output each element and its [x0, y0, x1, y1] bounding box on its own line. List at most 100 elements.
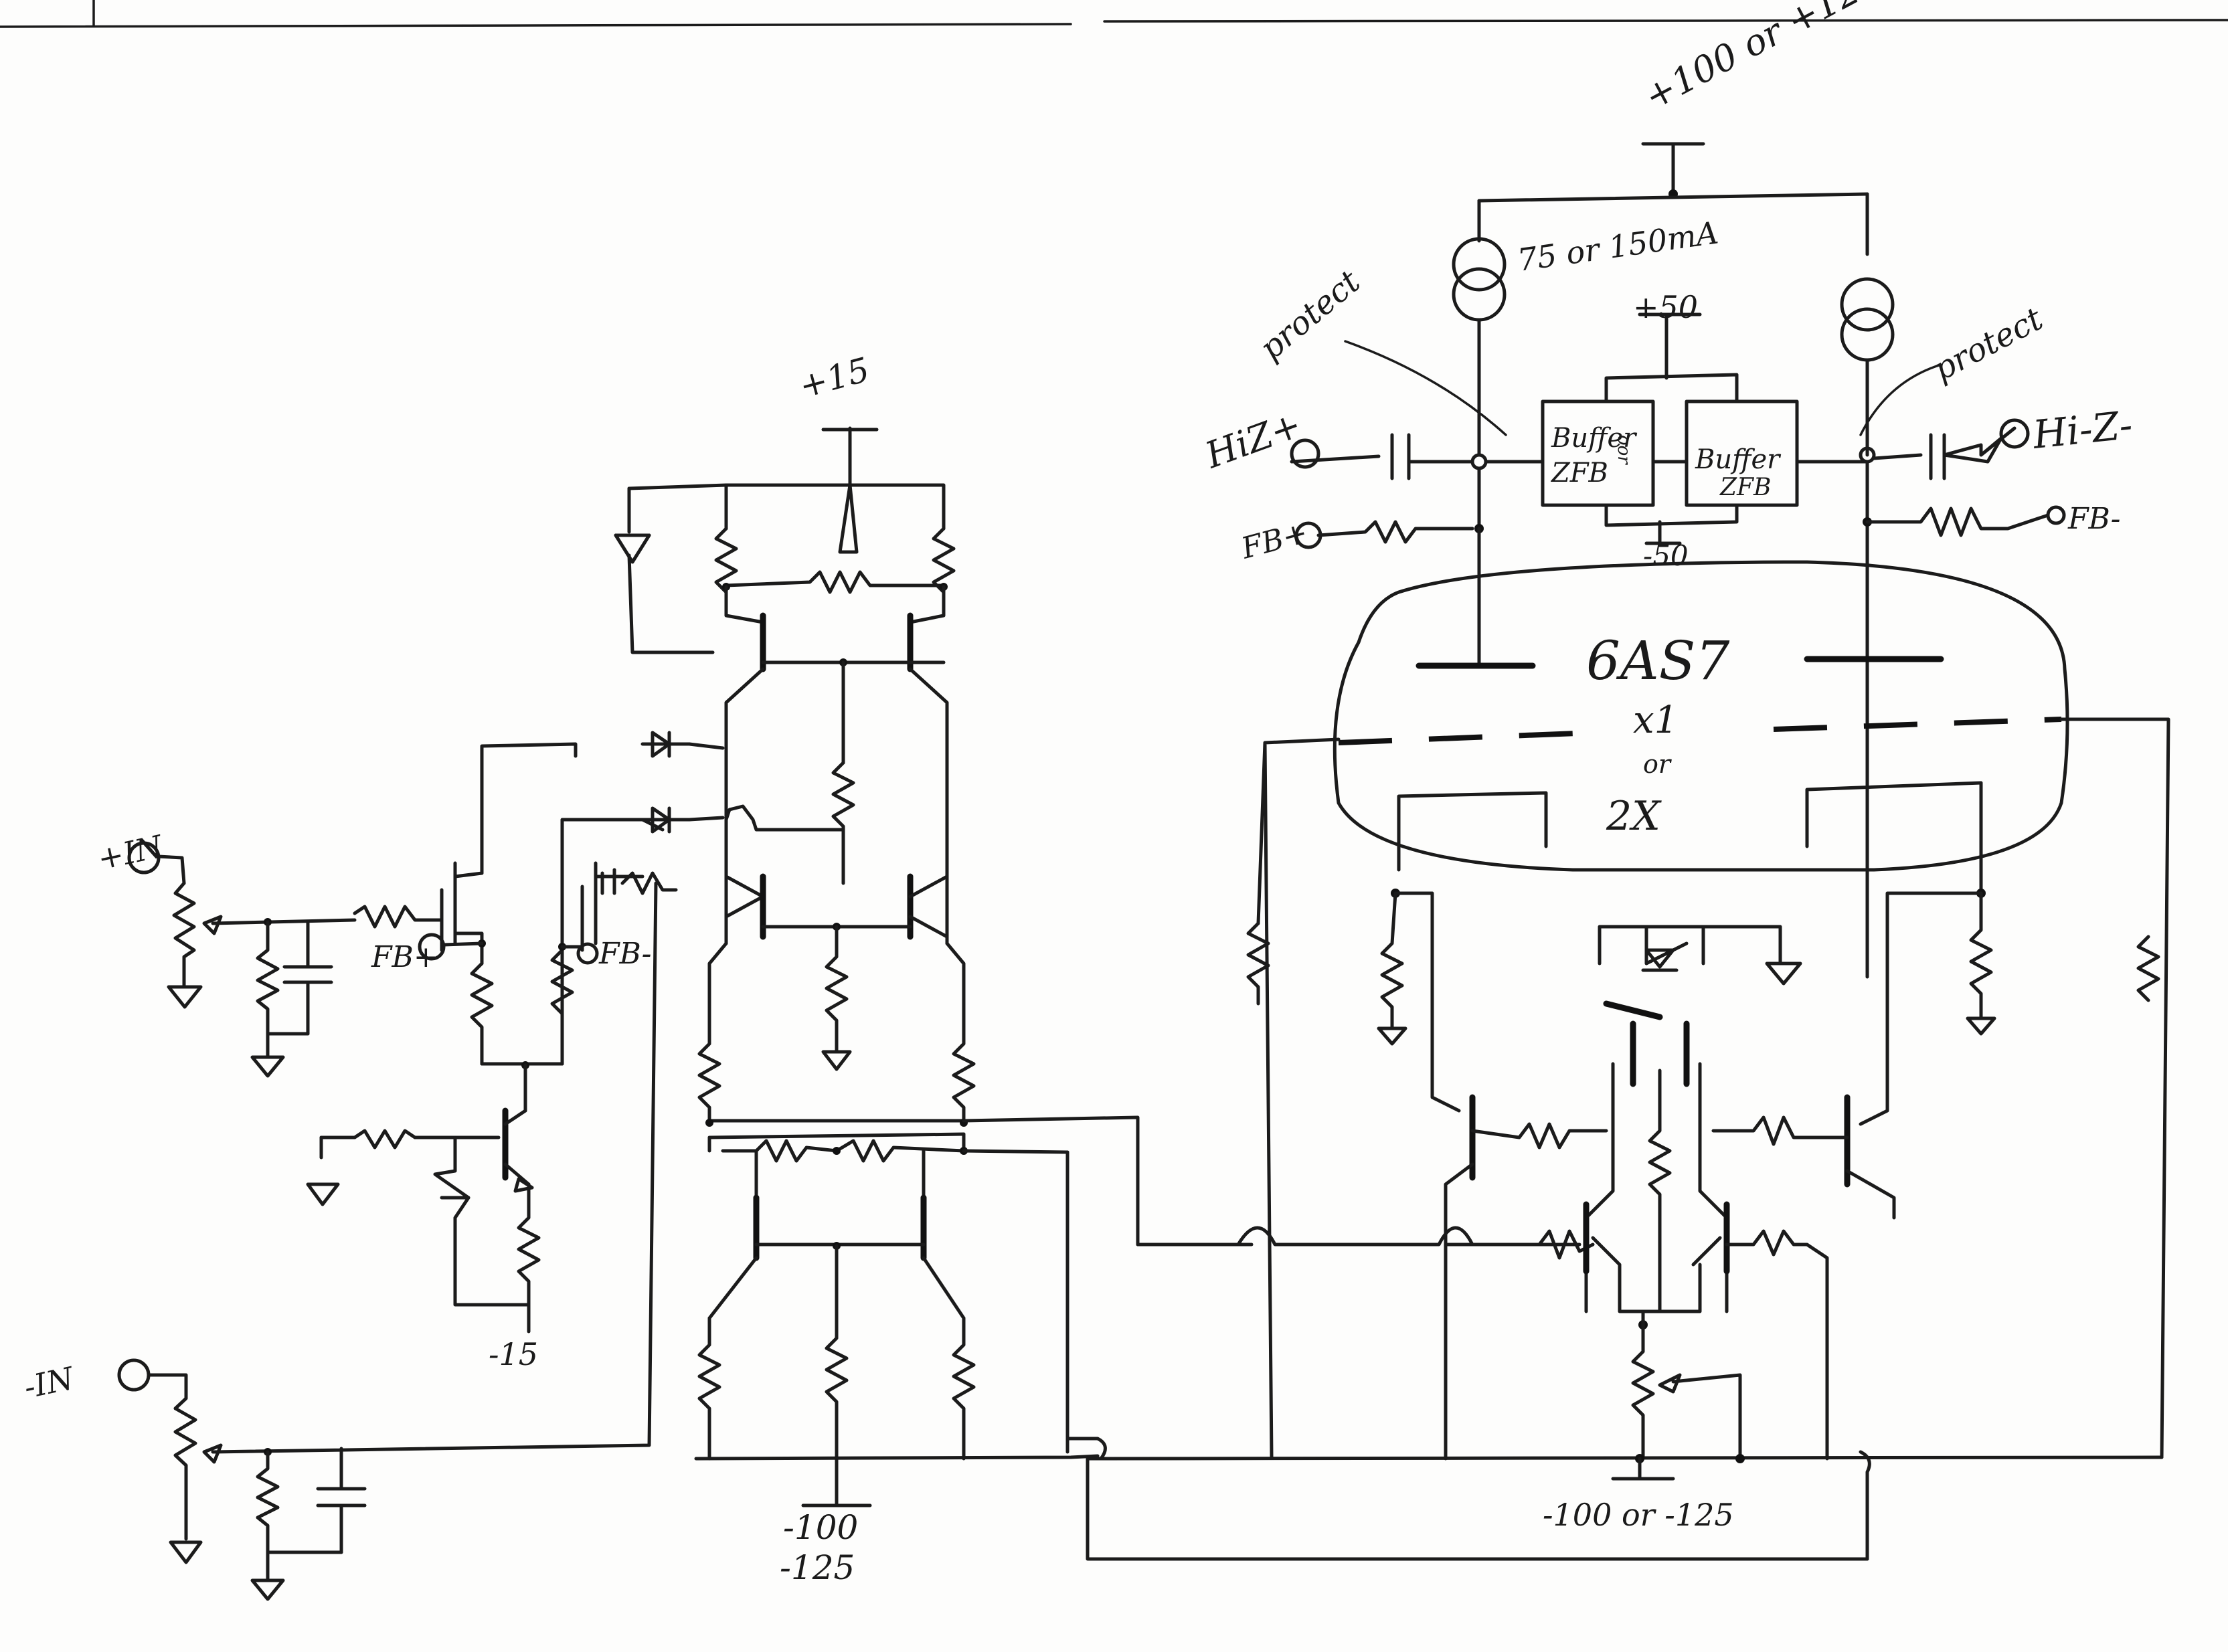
ground-icon — [250, 1578, 285, 1601]
diff-amp-block — [614, 426, 1254, 1507]
output-tube-stage — [1246, 142, 2170, 1481]
ground-icon — [167, 985, 203, 1009]
label-hiz-minus: Hi-Z- — [2030, 402, 2134, 458]
label-minus-in: -IN — [21, 1360, 78, 1406]
label-fb-minus-right: FB- — [2067, 502, 2121, 536]
buffer-right-box — [1685, 399, 1799, 507]
grid-resistor-left — [1246, 921, 1270, 1006]
resistor-collector-right — [932, 527, 956, 594]
hiz-plus-terminal — [1290, 438, 1320, 469]
minus-in-terminal — [117, 1358, 151, 1392]
cathode-resistor-left — [1380, 891, 1404, 1029]
emitter-resistor-left — [697, 1316, 721, 1461]
led-icon — [614, 533, 651, 564]
bias-pot — [1631, 1309, 1655, 1461]
fb-plus-left-terminal — [418, 933, 446, 961]
shunt-resistor — [256, 920, 310, 1036]
source-resistor-left — [470, 961, 494, 1066]
label-fb-minus-left: FB- — [598, 937, 652, 971]
shunt-capacitor — [316, 1447, 367, 1554]
tail-resistor-lower — [825, 925, 849, 1052]
ground-icon — [1765, 961, 1802, 986]
cathode-resistor-right — [1969, 891, 1993, 1019]
label-minus125: -125 — [780, 1548, 855, 1587]
label-minus50: -50 — [1643, 539, 1689, 572]
resistor-collector-left — [714, 527, 738, 594]
source-resistor-right — [550, 948, 574, 1016]
emitter-resistor — [517, 1182, 541, 1334]
ground-icon — [250, 1055, 285, 1078]
label-tube-gain-1: x1 — [1633, 699, 1678, 742]
minus-input-stage — [117, 881, 658, 1601]
label-plus50: +50 — [1633, 289, 1698, 325]
current-source-right — [1840, 277, 1895, 332]
coupling-cap-left — [1290, 433, 1474, 480]
label-top-supply: +100 or +125 — [1638, 0, 1887, 118]
input-pot-minus — [147, 1373, 197, 1541]
ground-icon — [821, 1050, 852, 1071]
fb-resistor-right-left — [1316, 520, 1474, 544]
label-tube-name: 6AS7 — [1586, 630, 1729, 692]
label-buffer-left-2: ZFB — [1550, 458, 1608, 488]
ground-icon — [1966, 1016, 1996, 1036]
balance-pot — [724, 570, 946, 594]
plus-input-stage — [127, 841, 444, 1078]
tube-cathodes — [1397, 781, 1983, 895]
label-bottom-supply: -100 or -125 — [1543, 1497, 1734, 1533]
jfet-right — [580, 861, 598, 952]
feedback-resistor — [620, 871, 678, 895]
jfet-left — [440, 861, 457, 952]
minus100-rail — [1611, 1457, 1675, 1481]
page-top-edge — [0, 19, 2228, 28]
resistor-lower-right — [945, 941, 976, 1123]
bias-resistor — [1648, 1069, 1672, 1313]
grid-resistor-right — [2136, 935, 2160, 1002]
diode-icon — [651, 806, 671, 834]
label-plus-in: +IN — [94, 828, 167, 877]
label-fb-plus-left: FB+ — [371, 940, 438, 974]
label-tube-gain-2: 2X — [1606, 793, 1662, 840]
tube-envelope — [1333, 560, 2069, 872]
fb-minus-left-terminal — [576, 942, 599, 965]
gate-resistor — [353, 905, 444, 929]
diode-links — [640, 731, 725, 834]
emitter-resistor-mid — [825, 1244, 849, 1461]
emitter-resistor-right — [952, 1316, 976, 1461]
tail-resistor-upper — [831, 761, 855, 885]
driver-bjts — [1583, 1201, 1730, 1275]
label-protect-right: protect — [1927, 300, 2049, 389]
shunt-resistor — [256, 1450, 343, 1554]
fb-plus-right-terminal — [1294, 521, 1322, 549]
labels: +IN -IN FB+ FB- +15 -15 -100 -125 +100 o… — [21, 0, 2134, 1587]
coupling-cap-right — [1872, 426, 2017, 480]
label-current-source: 75 or 150mA — [1515, 214, 1721, 278]
ground-icon — [1377, 1026, 1407, 1046]
buffer-left-box — [1541, 399, 1655, 507]
input-jfet-pair — [418, 742, 678, 1069]
label-tube-gain-or: or — [1643, 749, 1673, 779]
fb-minus-right-terminal — [2046, 505, 2066, 525]
ground-icon — [306, 1135, 340, 1206]
input-pot-plus — [172, 881, 196, 989]
label-buffer-right-2: ZFB — [1719, 474, 1771, 501]
diode-icon — [651, 731, 671, 758]
tail-current-source — [306, 1063, 541, 1334]
current-source-left — [1452, 237, 1507, 292]
ground-icon — [169, 1540, 203, 1564]
interconnect-wires — [1065, 1150, 2164, 1561]
fb-resistor-right-right — [1865, 507, 2050, 537]
shunt-capacitor — [282, 920, 333, 1036]
led-icon — [1641, 948, 1679, 972]
tube-plates — [1416, 656, 1944, 669]
protect-right-pointer — [1859, 363, 1942, 436]
hiz-minus-terminal — [1999, 418, 2030, 449]
resistor-lower-left — [697, 941, 728, 1123]
label-minus100: -100 — [783, 1508, 858, 1547]
node-protect-left — [1470, 453, 1488, 470]
base-resistor — [319, 1129, 501, 1150]
bias-network — [1598, 925, 1782, 966]
label-minus15: -15 — [489, 1336, 538, 1372]
label-buffer-left-1: Buffer — [1551, 423, 1638, 454]
